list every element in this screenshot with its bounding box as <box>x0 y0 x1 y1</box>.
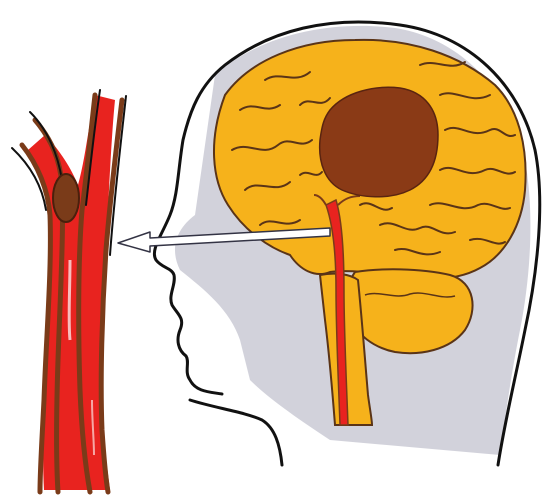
artery-closeup <box>12 90 126 492</box>
blood-clot <box>320 87 438 196</box>
